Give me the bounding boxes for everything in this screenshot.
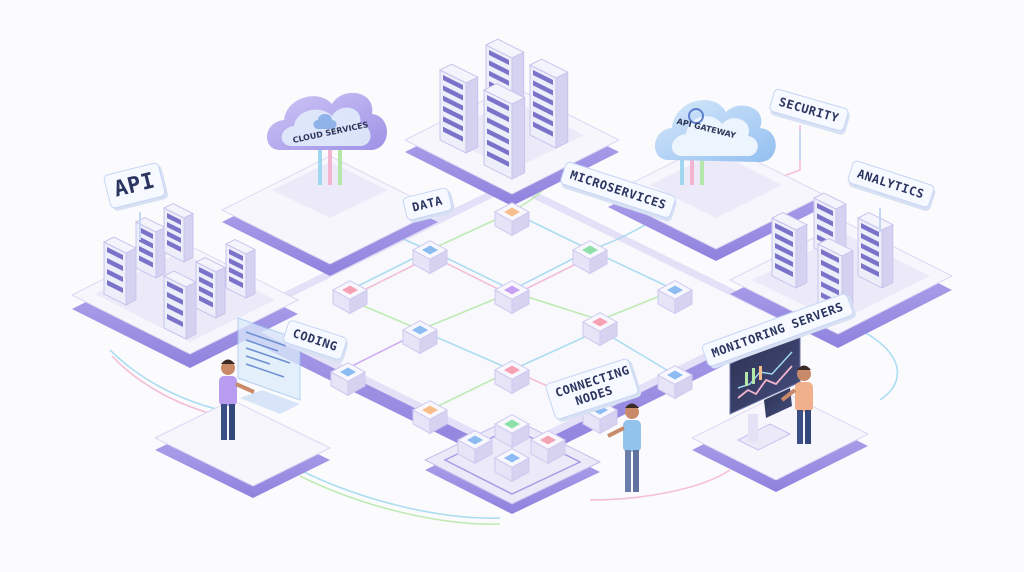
server-rack (856, 212, 894, 289)
server-rack (438, 63, 479, 154)
engineer-person (607, 403, 641, 492)
cloud-services-platform (220, 92, 440, 276)
server-rack (224, 238, 257, 299)
server-rack (482, 83, 526, 180)
network-node (571, 240, 609, 275)
network-node (493, 414, 531, 449)
network-node (493, 360, 531, 395)
api-gateway-platform (606, 100, 826, 261)
network-node (401, 320, 439, 355)
network-nodes (329, 202, 694, 483)
server-rack (162, 202, 195, 263)
network-node (529, 430, 567, 465)
server-racks (102, 38, 894, 340)
network-node (411, 240, 449, 275)
network-node (329, 362, 367, 397)
server-rack (528, 58, 569, 149)
network-node (331, 280, 369, 315)
network-node (493, 202, 531, 237)
network-node (656, 280, 694, 315)
gateway-cloud-icon (654, 100, 776, 162)
network-node (581, 312, 619, 347)
network-node (493, 448, 531, 483)
developer-person (219, 359, 255, 440)
coding-platform (153, 399, 332, 498)
server-rack (194, 256, 227, 319)
server-rack (770, 212, 808, 289)
label-posts (139, 130, 881, 240)
server-rack (102, 236, 138, 306)
cloud-icon (266, 92, 387, 150)
analyst-person (780, 365, 813, 444)
network-node (411, 400, 449, 435)
network-node (456, 430, 494, 465)
network-node (493, 280, 531, 315)
network-node (656, 365, 694, 400)
server-rack (162, 270, 198, 340)
